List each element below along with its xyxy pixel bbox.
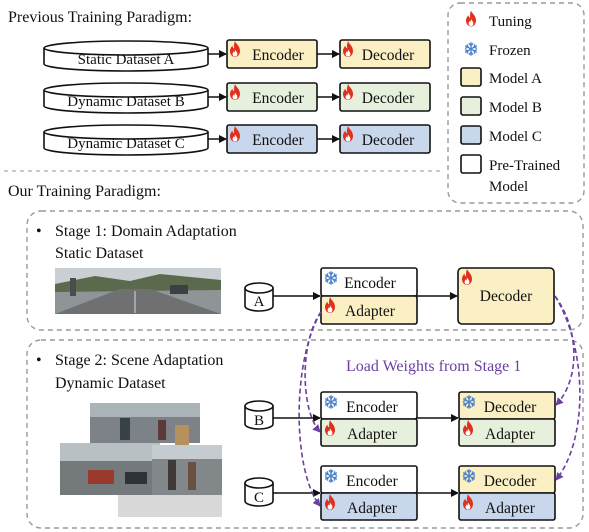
encoder-label: Encoder [344, 275, 396, 292]
adapter-box [320, 492, 418, 521]
bullet: • [36, 352, 42, 369]
legend-frame [447, 2, 585, 204]
our-paradigm-title: Our Training Paradigm: [8, 183, 161, 200]
legend-model-b: Model B [489, 100, 542, 116]
decoder-label: Decoder [484, 473, 537, 490]
flame-icon [466, 10, 476, 27]
stage1-adapter-box [320, 295, 418, 325]
dataset-label: Static Dataset A [78, 52, 175, 68]
legend-pretrained-line1: Pre-Trained [489, 158, 561, 174]
previous-row-a: Static Dataset A Encoder Decoder [43, 39, 431, 72]
dataset-letter: B [254, 413, 264, 429]
stage1-subtitle: Static Dataset [55, 245, 144, 262]
legend-swatch-pretrained [460, 154, 482, 174]
dataset-label: Dynamic Dataset B [67, 94, 184, 110]
stage2-dataset-cylinder-b: B [244, 400, 274, 430]
load-weights-label: Load Weights from Stage 1 [346, 358, 521, 375]
legend-pretrained-line2: Model [489, 179, 528, 195]
stage1-dataset-cylinder: A [244, 282, 274, 312]
stage1-frame [26, 210, 584, 331]
adapter-label: Adapter [345, 303, 396, 320]
stage1-title: Stage 1: Domain Adaptation [55, 223, 237, 240]
previous-row-c: Dynamic Dataset C Encoder Decoder [43, 124, 431, 156]
stage1-road-photo [55, 268, 221, 314]
legend-tuning: Tuning [489, 14, 532, 30]
stage2-subtitle: Dynamic Dataset [55, 375, 166, 392]
legend-swatch-model-b [460, 96, 482, 116]
stage2-row-c: C Encoder Adapter Decoder Adapter [244, 465, 556, 521]
dataset-cylinder-a: Static Dataset A [43, 40, 209, 72]
stage1-decoder-box [457, 267, 555, 325]
encoder-label: Encoder [346, 399, 398, 416]
adapter-label: Adapter [347, 500, 398, 517]
legend-model-c: Model C [489, 129, 542, 145]
encoder-label: Encoder [252, 47, 304, 64]
legend-frozen: Frozen [489, 43, 531, 59]
previous-row-b: Dynamic Dataset B Encoder Decoder [43, 82, 431, 114]
decoder-adapter-label: Adapter [485, 500, 536, 517]
encoder-label: Encoder [346, 473, 398, 490]
legend-model-a: Model A [489, 71, 542, 87]
dataset-letter: A [254, 294, 265, 310]
encoder-label: Encoder [252, 90, 304, 107]
adapter-label: Adapter [347, 426, 398, 443]
decoder-label: Decoder [362, 132, 415, 149]
decoder-label: Decoder [362, 90, 415, 107]
decoder-label: Decoder [484, 399, 537, 416]
stage2-row-b: B Encoder Adapter Decoder Adapter [244, 391, 556, 447]
decoder-box [339, 39, 431, 69]
dataset-cylinder-c: Dynamic Dataset C [43, 124, 209, 156]
previous-paradigm-title: Previous Training Paradigm: [8, 9, 192, 26]
stage2-title: Stage 2: Scene Adaptation [55, 352, 223, 369]
stage2-photo-collage [60, 403, 222, 517]
decoder-adapter-box [458, 418, 556, 447]
legend: Tuning Frozen Model A Model B Model C Pr… [447, 2, 585, 204]
dataset-cylinder-b: Dynamic Dataset B [43, 82, 209, 114]
decoder-box [339, 82, 431, 112]
load-weights-arrows [298, 295, 581, 507]
legend-swatch-model-a [460, 67, 482, 87]
dataset-letter: C [254, 490, 264, 506]
decoder-box [339, 124, 431, 154]
adapter-box [320, 418, 418, 447]
stage2-dataset-cylinder-c: C [244, 477, 274, 507]
decoder-label: Decoder [480, 288, 533, 305]
decoder-adapter-box [458, 492, 556, 521]
dataset-label: Dynamic Dataset C [67, 136, 184, 152]
decoder-adapter-label: Adapter [485, 426, 536, 443]
snowflake-icon [464, 42, 478, 56]
bullet: • [36, 223, 42, 240]
decoder-label: Decoder [362, 47, 415, 64]
encoder-label: Encoder [252, 132, 304, 149]
legend-swatch-model-c [460, 125, 482, 145]
stage2-frame [26, 339, 584, 529]
